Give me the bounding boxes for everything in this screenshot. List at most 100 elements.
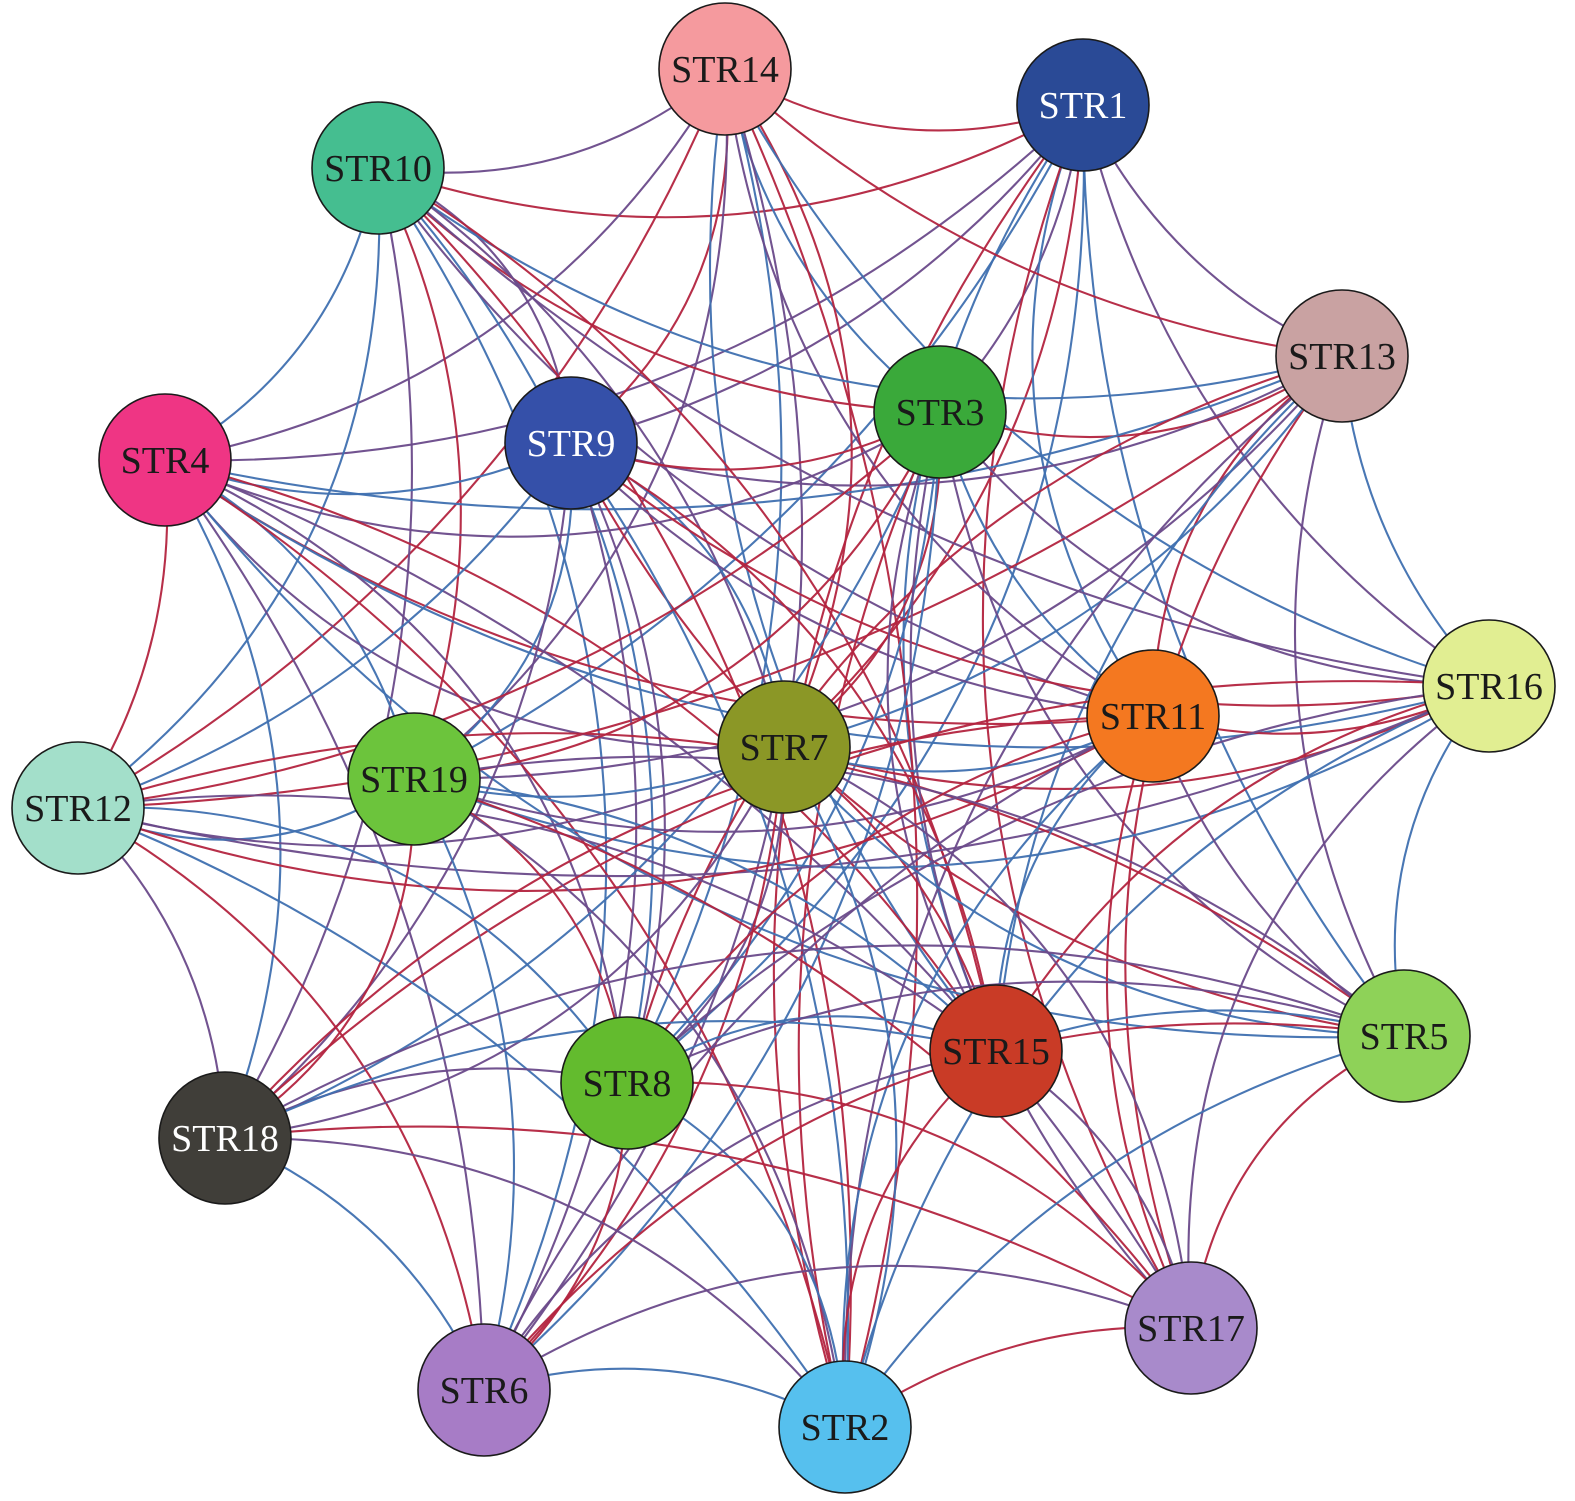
edge-STR5-STR6: [482, 1022, 1406, 1392]
node-str3-label: STR3: [896, 392, 985, 434]
node-str6-circle: [417, 1323, 551, 1457]
edge-STR18-STR2: [223, 1136, 847, 1429]
edge-STR5-STR2: [843, 1034, 1406, 1429]
node-str10-circle: [311, 101, 445, 235]
node-str17: STR17: [1124, 1261, 1258, 1395]
edge-STR9-STR16: [569, 441, 1491, 707]
edge-STR14-STR12: [76, 67, 727, 810]
edge-STR10-STR3: [376, 166, 942, 414]
edge-STR1-STR8: [625, 103, 1085, 1085]
edge-STR14-STR2: [723, 67, 919, 1429]
edge-STR3-STR16: [938, 410, 1491, 688]
edge-STR12-STR6: [76, 806, 486, 1392]
node-str7-circle: [717, 680, 851, 814]
node-str18-label: STR18: [171, 1118, 279, 1160]
edge-STR16-STR15: [994, 684, 1491, 1053]
node-str16-circle: [1422, 619, 1556, 753]
node-str7-label: STR7: [740, 727, 829, 769]
node-str7: STR7: [717, 680, 851, 814]
edge-STR14-STR8: [625, 67, 783, 1085]
node-str5-label: STR5: [1360, 1016, 1449, 1058]
edge-STR13-STR4: [163, 354, 1344, 511]
edge-STR9-STR12: [76, 441, 573, 810]
edge-STR4-STR15: [163, 458, 998, 1053]
node-str5-circle: [1337, 969, 1471, 1103]
node-str2-circle: [778, 1360, 912, 1494]
edge-STR10-STR8: [376, 166, 654, 1085]
node-str15-label: STR15: [942, 1031, 1050, 1073]
edge-STR3-STR6: [482, 410, 942, 1392]
node-str3-circle: [873, 345, 1007, 479]
node-str2: STR2: [778, 1360, 912, 1494]
node-str12-circle: [11, 741, 145, 875]
node-str5: STR5: [1337, 969, 1471, 1103]
node-str19: STR19: [347, 712, 481, 846]
node-str1-circle: [1016, 38, 1150, 172]
edge-STR18-STR17: [223, 1125, 1193, 1330]
edge-STR9-STR6: [482, 441, 638, 1392]
node-str6-label: STR6: [440, 1370, 529, 1412]
edge-STR8-STR5: [625, 980, 1406, 1085]
edge-STR9-STR11: [569, 441, 1155, 718]
edge-STR19-STR5: [412, 755, 1406, 1038]
edge-STR4-STR8: [163, 458, 629, 1085]
node-str1: STR1: [1016, 38, 1150, 172]
edge-STR10-STR15: [376, 166, 998, 1053]
edge-STR4-STR2: [163, 458, 847, 1429]
node-str14: STR14: [658, 2, 792, 136]
edge-STR13-STR5: [1293, 354, 1406, 1038]
edge-STR13-STR12: [76, 354, 1344, 810]
edge-STR9-STR18: [223, 441, 573, 1140]
edge-STR11-STR17: [1105, 714, 1193, 1330]
node-str9: STR9: [504, 376, 638, 510]
edge-STR10-STR12: [76, 166, 381, 810]
edge-STR1-STR5: [1081, 103, 1406, 1038]
node-str9-circle: [504, 376, 638, 510]
edge-STR11-STR18: [223, 714, 1155, 1140]
edge-STR13-STR9: [569, 354, 1344, 487]
edge-STR19-STR11: [412, 714, 1155, 833]
node-str17-circle: [1124, 1261, 1258, 1395]
edge-STR19-STR17: [412, 777, 1193, 1330]
node-str11: STR11: [1086, 649, 1220, 783]
edge-STR10-STR19: [376, 166, 462, 781]
edge-STR16-STR17: [1187, 684, 1491, 1330]
edge-STR3-STR15: [886, 410, 998, 1053]
edge-STR1-STR7: [782, 103, 1085, 749]
node-str17-label: STR17: [1137, 1308, 1245, 1350]
edge-STR13-STR2: [843, 354, 1344, 1429]
edge-STR12-STR2: [76, 806, 847, 1429]
node-str16-label: STR16: [1435, 666, 1543, 708]
node-str1-label: STR1: [1039, 85, 1128, 127]
edge-STR11-STR8: [625, 714, 1155, 1085]
edge-STR14-STR13: [723, 67, 1344, 358]
node-str18-circle: [158, 1071, 292, 1205]
edge-STR1-STR10: [376, 103, 1085, 219]
node-str3: STR3: [873, 345, 1007, 479]
edge-STR4-STR6: [163, 458, 486, 1392]
node-str6: STR6: [417, 1323, 551, 1457]
edge-STR4-STR11: [163, 458, 1155, 726]
node-str4: STR4: [98, 393, 232, 527]
node-str11-label: STR11: [1100, 696, 1206, 738]
edge-STR7-STR2: [782, 745, 898, 1429]
edge-STR1-STR16: [1081, 103, 1491, 688]
edge-STR4-STR17: [163, 458, 1193, 1330]
edge-STR7-STR5: [782, 745, 1406, 1038]
edge-STR1-STR9: [569, 103, 1085, 445]
node-str18: STR18: [158, 1071, 292, 1205]
edge-STR10-STR18: [223, 166, 413, 1140]
edge-STR12-STR8: [76, 806, 629, 1085]
nodes-layer: STR1STR2STR3STR4STR5STR6STR7STR8STR9STR1…: [11, 2, 1556, 1494]
edge-STR4-STR3: [163, 410, 942, 538]
node-str16: STR16: [1422, 619, 1556, 753]
node-str9-label: STR9: [527, 423, 616, 465]
node-str12-label: STR12: [24, 788, 132, 830]
node-str4-label: STR4: [121, 440, 210, 482]
node-str15-circle: [929, 984, 1063, 1118]
node-str10-label: STR10: [324, 148, 432, 190]
edge-STR1-STR4: [163, 103, 1085, 462]
node-str13: STR13: [1275, 289, 1409, 423]
edge-STR12-STR15: [76, 794, 998, 1053]
node-str14-circle: [658, 2, 792, 136]
